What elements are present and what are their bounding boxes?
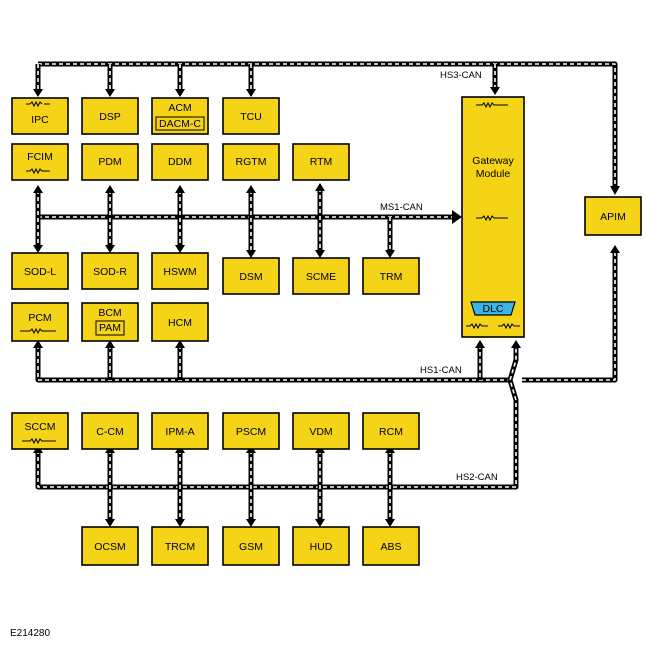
module-pcm: PCM (11, 302, 69, 342)
svg-text:RGTM: RGTM (236, 156, 267, 168)
svg-text:BCM: BCM (98, 307, 121, 319)
svg-text:VDM: VDM (309, 426, 332, 438)
module-ipm-a: IPM-A (151, 412, 209, 450)
svg-text:RCM: RCM (379, 426, 403, 438)
svg-text:IPM-A: IPM-A (165, 426, 194, 438)
module-rcm: RCM (362, 412, 420, 450)
module-fcim: FCIM (11, 143, 69, 181)
module-pscm: PSCM (222, 412, 280, 450)
module-sod-r: SOD-R (81, 252, 139, 290)
svg-text:SCME: SCME (306, 271, 336, 283)
module-abs: ABS (362, 526, 420, 566)
svg-text:Gateway: Gateway (472, 155, 514, 167)
svg-text:SOD-L: SOD-L (24, 266, 56, 278)
module-hswm: HSWM (151, 252, 209, 290)
ms1-can-label: MS1-CAN (380, 202, 423, 213)
svg-text:TRM: TRM (380, 271, 403, 283)
svg-text:HUD: HUD (310, 541, 333, 553)
figure-id: E214280 (10, 628, 50, 639)
svg-text:RTM: RTM (310, 156, 333, 168)
module-ipc: IPC (11, 97, 69, 135)
module-c-cm: C-CM (81, 412, 139, 450)
module-apim: APIM (584, 196, 642, 236)
module-hcm: HCM (151, 302, 209, 342)
dacm-c-label: DACM-C (159, 118, 201, 130)
pam-label: PAM (99, 322, 121, 334)
module-hud: HUD (292, 526, 350, 566)
svg-text:SOD-R: SOD-R (93, 266, 127, 278)
hs1-drops (33, 245, 620, 380)
svg-text:PDM: PDM (98, 156, 121, 168)
svg-text:APIM: APIM (600, 211, 626, 223)
svg-text:GSM: GSM (239, 541, 263, 553)
svg-text:DSM: DSM (239, 271, 262, 283)
hs3-can-bus (38, 61, 618, 190)
module-scme: SCME (292, 257, 350, 295)
ms1-drops (33, 183, 395, 258)
svg-text:TCU: TCU (240, 111, 262, 123)
svg-text:FCIM: FCIM (27, 151, 53, 163)
svg-text:PCM: PCM (28, 312, 51, 324)
dlc-connector: DLC (470, 301, 516, 316)
svg-text:DSP: DSP (99, 111, 121, 123)
module-rtm: RTM (292, 143, 350, 181)
svg-text:DDM: DDM (168, 156, 192, 168)
module-gateway: Gateway Module DLC (461, 96, 525, 338)
module-acm: ACM DACM-C (151, 97, 209, 135)
module-rgtm: RGTM (222, 143, 280, 181)
module-tcu: TCU (222, 97, 280, 135)
svg-text:Module: Module (476, 168, 511, 180)
hs2-drops (33, 445, 395, 527)
svg-text:HSWM: HSWM (163, 266, 196, 278)
hs3-drops (33, 64, 620, 195)
module-sod-l: SOD-L (11, 252, 69, 290)
hs1-can-bus (35, 250, 618, 383)
svg-text:PSCM: PSCM (236, 426, 266, 438)
svg-text:C-CM: C-CM (96, 426, 123, 438)
module-gsm: GSM (222, 526, 280, 566)
hs2-can-bus (35, 345, 519, 490)
module-ddm: DDM (151, 143, 209, 181)
module-dsp: DSP (81, 97, 139, 135)
svg-text:OCSM: OCSM (94, 541, 126, 553)
ms1-can-bus (38, 210, 462, 224)
hs2-can-label: HS2-CAN (456, 472, 498, 483)
svg-text:TRCM: TRCM (165, 541, 195, 553)
svg-text:IPC: IPC (31, 114, 49, 126)
svg-text:ABS: ABS (380, 541, 401, 553)
module-trcm: TRCM (151, 526, 209, 566)
hs1-can-label: HS1-CAN (420, 365, 462, 376)
module-vdm: VDM (292, 412, 350, 450)
svg-text:HCM: HCM (168, 317, 192, 329)
module-sccm: SCCM (11, 412, 69, 450)
module-pdm: PDM (81, 143, 139, 181)
module-bcm: BCM PAM (81, 302, 139, 342)
module-ocsm: OCSM (81, 526, 139, 566)
svg-text:SCCM: SCCM (25, 421, 56, 433)
module-dsm: DSM (222, 257, 280, 295)
module-trm: TRM (362, 257, 420, 295)
hs3-can-label: HS3-CAN (440, 70, 482, 81)
svg-text:ACM: ACM (168, 102, 191, 114)
svg-text:DLC: DLC (482, 303, 503, 315)
